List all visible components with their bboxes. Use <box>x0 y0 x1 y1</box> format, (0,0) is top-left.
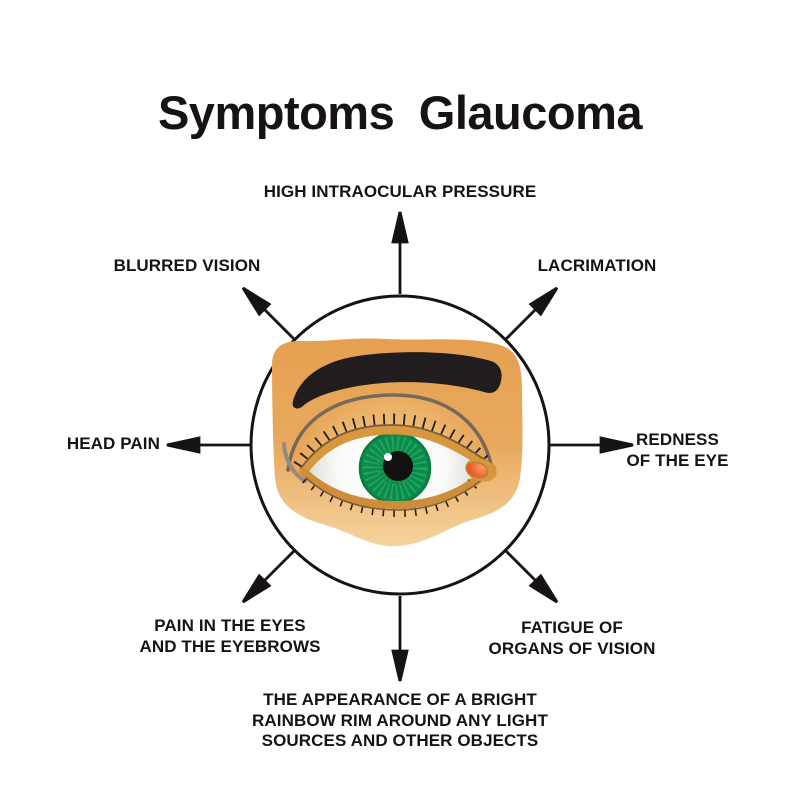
symptom-label-high-intraocular-pressure: HIGH INTRAOCULAR PRESSURE <box>0 182 800 203</box>
arrow-bottom-right <box>504 549 559 604</box>
tear-duct-caruncle <box>465 461 489 479</box>
symptom-text: REDNESS <box>636 430 719 449</box>
page-title: Symptoms Glaucoma <box>157 86 643 140</box>
eyebrow-shape <box>292 352 502 409</box>
arrow-left <box>166 436 251 454</box>
upper-lash-line <box>300 424 494 469</box>
arrow-top-right <box>504 286 559 341</box>
arrow-bottom <box>391 596 409 682</box>
symptom-label-fatigue-of-organs-of-vision: FATIGUE OF ORGANS OF VISION <box>472 618 672 659</box>
symptom-text: AND THE EYEBROWS <box>139 636 321 656</box>
symptom-label-blurred-vision: BLURRED VISION <box>87 256 287 277</box>
eye-illustration <box>272 338 523 547</box>
symptom-text: HIGH INTRAOCULAR PRESSURE <box>263 182 537 201</box>
symptom-text: SOURCES AND OTHER OBJECTS <box>261 731 539 750</box>
arrow-bottom-left <box>241 549 296 604</box>
lower-lash-line <box>305 470 493 511</box>
symptom-text: HEAD PAIN <box>66 434 160 453</box>
symptom-label-lacrimation: LACRIMATION <box>497 256 697 277</box>
pupil-highlight <box>384 453 392 461</box>
arrow-right <box>549 436 634 454</box>
symptom-label-pain-in-eyes-and-eyebrows: PAIN IN THE EYES AND THE EYEBROWS <box>130 616 330 657</box>
eyelid-crease-line <box>286 393 493 472</box>
symptom-text: LACRIMATION <box>537 256 657 275</box>
symptom-text: PAIN IN THE EYES <box>154 616 306 635</box>
symptom-label-redness-of-the-eye: REDNESS OF THE EYE <box>610 430 745 471</box>
symptom-text: RAINBOW RIM AROUND ANY LIGHT <box>252 710 548 730</box>
symptom-label-rainbow-rim-around-light: THE APPEARANCE OF A BRIGHT RAINBOW RIM A… <box>0 690 800 752</box>
symptom-text: BLURRED VISION <box>113 256 261 275</box>
iris-striations-outer <box>363 436 427 500</box>
lower-lid-margin <box>301 465 496 510</box>
symptom-text: OF THE EYE <box>626 450 729 470</box>
symptom-text: ORGANS OF VISION <box>488 638 656 658</box>
inner-corner-shadow <box>282 442 307 483</box>
arrow-top <box>391 211 409 294</box>
arrow-top-left <box>241 286 296 341</box>
upper-lid-margin <box>298 425 497 477</box>
symptom-label-head-pain: HEAD PAIN <box>25 434 160 455</box>
symptom-text: FATIGUE OF <box>521 618 623 637</box>
symptom-text: THE APPEARANCE OF A BRIGHT <box>263 690 537 709</box>
